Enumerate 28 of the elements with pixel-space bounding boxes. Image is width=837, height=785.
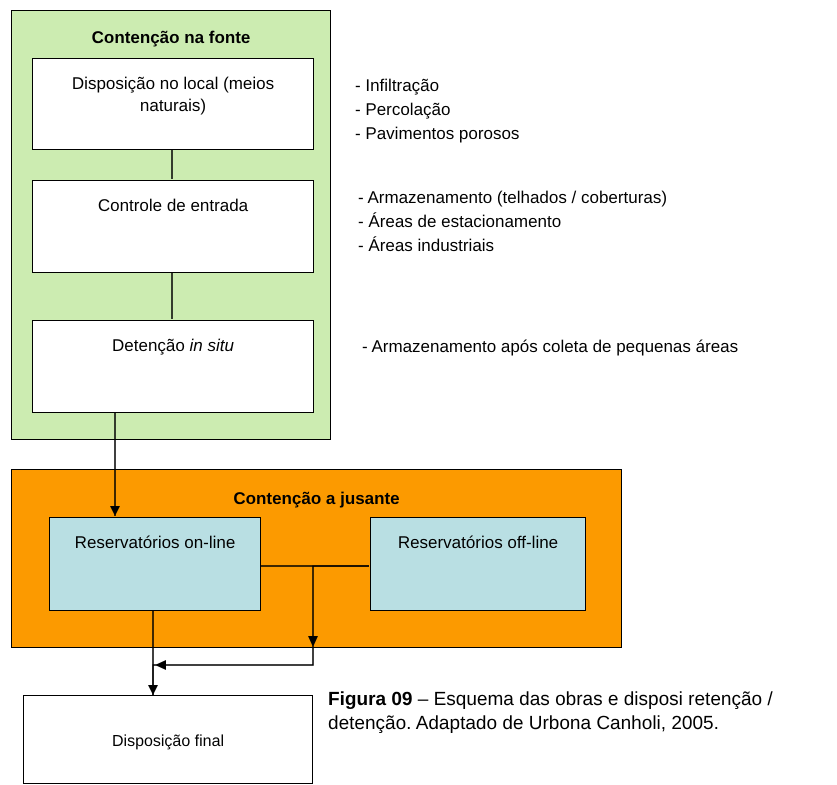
list-item: - Percolação: [355, 99, 452, 121]
arrow: [148, 610, 158, 695]
process-box: [370, 517, 586, 611]
box-label: Detenção in situ: [111, 335, 235, 357]
process-box: [32, 58, 314, 150]
process-box: [32, 320, 314, 413]
connector-line: [171, 149, 173, 179]
box-label: Disposição final: [110, 732, 226, 752]
group-panel: [11, 469, 622, 648]
list-item: - Pavimentos porosos: [355, 123, 520, 145]
group-heading: Contenção a jusante: [232, 488, 401, 510]
list-item: - Infiltração: [355, 75, 440, 97]
group-heading: Contenção na fonte: [90, 27, 252, 48]
list-item: - Armazenamento (telhados / coberturas): [358, 187, 667, 209]
process-box: [32, 180, 314, 273]
group-panel: [11, 10, 331, 440]
box-label: Reservatórios off-line: [396, 532, 560, 554]
process-box: [23, 695, 313, 784]
connector-line: [171, 272, 173, 319]
box-label: Disposição no local (meios naturais): [70, 73, 276, 117]
list-item: - Áreas de estacionamento: [358, 211, 562, 233]
figure-caption: Figura 09 – Esquema das obras e disposi retenção / detenção. Adaptado de Urbona Canholi, 2005.: [328, 688, 774, 736]
box-label: Reservatórios on-line: [74, 532, 236, 554]
list-item: - Armazenamento após coleta de pequenas áreas: [362, 336, 738, 358]
list-item: - Áreas industriais: [358, 235, 496, 257]
box-label: Controle de entrada: [96, 195, 250, 217]
process-box: [49, 517, 261, 611]
arrow: [110, 412, 120, 516]
